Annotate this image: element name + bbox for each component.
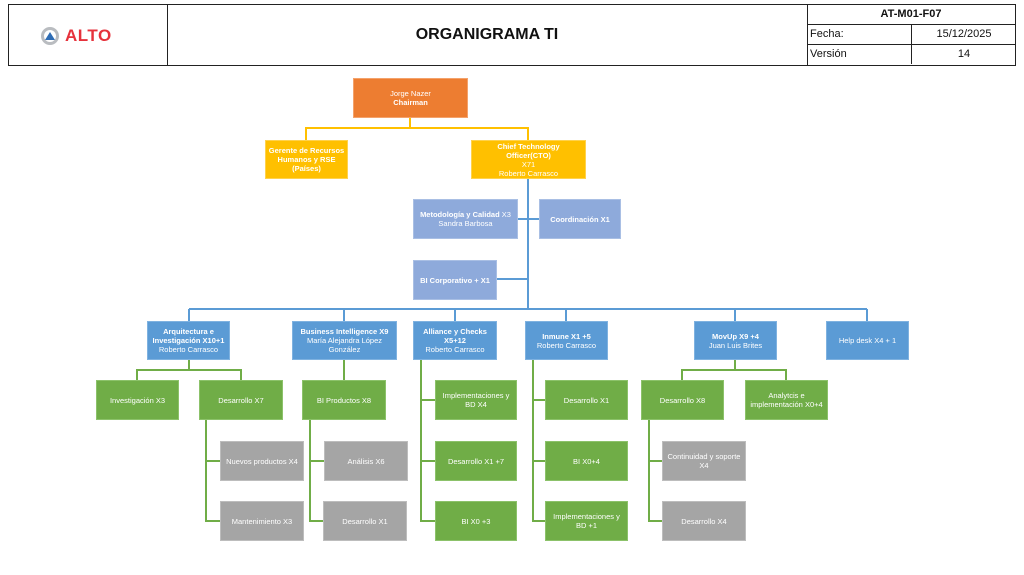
area-person: Roberto Carrasco bbox=[536, 340, 597, 350]
hr-manager-node: Gerente de Recursos Humanos y RSE (Paíse… bbox=[265, 140, 348, 179]
area-arquitectura-node: Arquitectura e Investigación X10+1 Rober… bbox=[147, 321, 230, 360]
area-business-intelligence-node: Business Intelligence X9 María Alejandra… bbox=[292, 321, 397, 360]
metodologia-person: Sandra Barbosa bbox=[438, 219, 493, 228]
chairman-name: Jorge Nazer bbox=[390, 89, 431, 98]
area-title: Help desk X4 + 1 bbox=[838, 336, 897, 345]
area-title: Inmune X1 +5 bbox=[542, 331, 591, 341]
page-title: ORGANIGRAMA TI bbox=[415, 26, 559, 43]
connector-bi-productos bbox=[309, 420, 324, 522]
team-node: Desarrollo X1 +7 bbox=[435, 441, 517, 481]
subteam-node: Continuidad y soporte X4 bbox=[662, 441, 746, 481]
area-title: Arquitectura e Investigación X10+1 bbox=[152, 327, 225, 345]
team-node: Desarrollo X8 bbox=[641, 380, 724, 420]
connector-chairman bbox=[305, 118, 529, 140]
subteam-node: Desarrollo X4 bbox=[662, 501, 746, 541]
area-title: Business Intelligence X9 bbox=[300, 327, 389, 336]
chairman-node: Jorge Nazer Chairman bbox=[353, 78, 468, 118]
team-node: BI X0 +3 bbox=[435, 501, 517, 541]
document-meta-table: AT-M01-F07 Fecha: 15/12/2025 Versión 14 bbox=[807, 5, 1015, 65]
version-label: Versión bbox=[810, 48, 847, 60]
cto-count: X71 bbox=[521, 159, 536, 169]
metodologia-title: Metodología y Calidad bbox=[420, 210, 500, 219]
version-value: 14 bbox=[911, 45, 1016, 64]
area-person: Roberto Carrasco bbox=[425, 345, 485, 354]
document-header: ALTO ORGANIGRAMA TI AT-M01-F07 Fecha: 15… bbox=[8, 4, 1016, 66]
logo-text: ALTO bbox=[65, 26, 112, 45]
connector-movup bbox=[681, 360, 787, 380]
team-node: Implementaciones y BD X4 bbox=[435, 380, 517, 420]
connector-areas-bus bbox=[188, 308, 868, 321]
team-node: Analytcis e implementación X0+4 bbox=[745, 380, 828, 420]
team-node: Investigación X3 bbox=[96, 380, 179, 420]
bi-corporativo-title: BI Corporativo + X1 bbox=[420, 275, 490, 285]
team-node: Desarrollo X7 bbox=[199, 380, 283, 420]
cto-node: Chief Technology Officer(CTO) X71 Robert… bbox=[471, 140, 586, 179]
chairman-role: Chairman bbox=[393, 98, 428, 107]
coordinacion-title: Coordinación X1 bbox=[550, 214, 610, 224]
cto-person: Roberto Carrasco bbox=[498, 168, 559, 178]
cto-title: Chief Technology Officer(CTO) bbox=[497, 141, 560, 160]
doc-code: AT-M01-F07 bbox=[807, 5, 1015, 25]
connector-arquitectura bbox=[136, 360, 242, 380]
logo-cell: ALTO bbox=[9, 5, 168, 65]
team-node: Implementaciones y BD +1 bbox=[545, 501, 628, 541]
bi-corporativo-node: BI Corporativo + X1 bbox=[413, 260, 497, 300]
hr-title: Gerente de Recursos Humanos y RSE (Paíse… bbox=[268, 146, 345, 173]
fecha-row: Fecha: 15/12/2025 bbox=[807, 25, 1015, 45]
area-inmune-node: Inmune X1 +5 Roberto Carrasco bbox=[525, 321, 608, 360]
area-title: Alliance y Checks X5+12 bbox=[423, 327, 487, 345]
subteam-node: Nuevos productos X4 bbox=[220, 441, 304, 481]
metodologia-node: Metodología y Calidad X3 Sandra Barbosa bbox=[413, 199, 518, 239]
subteam-node: Desarrollo X1 bbox=[323, 501, 407, 541]
area-person: Roberto Carrasco bbox=[158, 345, 219, 354]
subteam-node: Mantenimiento X3 bbox=[220, 501, 304, 541]
logo-triangle-icon bbox=[41, 27, 59, 45]
area-helpdesk-node: Help desk X4 + 1 bbox=[826, 321, 909, 360]
connector-arq-desarrollo bbox=[205, 420, 220, 522]
connector-movup-desarrollo bbox=[648, 420, 662, 522]
subteam-node: Análisis X6 bbox=[324, 441, 408, 481]
fecha-label: Fecha: bbox=[810, 28, 844, 40]
connector-inmune bbox=[532, 360, 545, 522]
metodologia-count: X3 bbox=[501, 210, 511, 219]
team-node: BI X0+4 bbox=[545, 441, 628, 481]
coordinacion-node: Coordinación X1 bbox=[539, 199, 621, 239]
connector-alliance bbox=[420, 360, 435, 522]
area-movup-node: MovUp X9 +4 Juan Luis Brites bbox=[694, 321, 777, 360]
fecha-value: 15/12/2025 bbox=[911, 25, 1016, 44]
area-person: María Alejandra López González bbox=[306, 336, 383, 354]
team-node: Desarrollo X1 bbox=[545, 380, 628, 420]
title-cell: ORGANIGRAMA TI bbox=[167, 5, 808, 65]
team-node: BI Productos X8 bbox=[302, 380, 386, 420]
area-person: Juan Luis Brites bbox=[708, 340, 763, 350]
area-title: MovUp X9 +4 bbox=[712, 331, 759, 341]
area-alliance-node: Alliance y Checks X5+12 Roberto Carrasco bbox=[413, 321, 497, 360]
version-row: Versión 14 bbox=[807, 45, 1015, 65]
alto-logo: ALTO bbox=[41, 26, 112, 46]
